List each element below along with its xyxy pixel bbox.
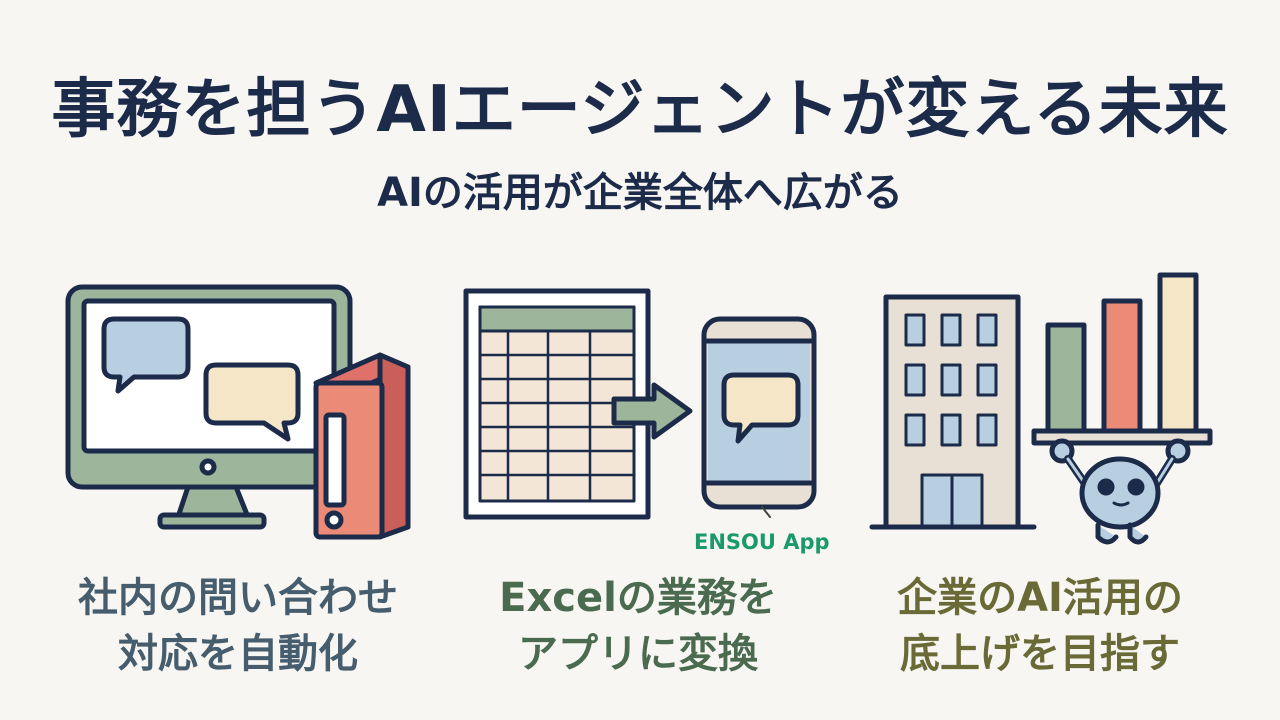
page-subtitle: AIの活用が企業全体へ広がる <box>377 170 903 216</box>
illustrations <box>65 272 1213 545</box>
binder-icon <box>313 352 411 540</box>
caption-line: 企業のAI活用の <box>897 575 1183 621</box>
caption-line: アプリに変換 <box>518 631 758 677</box>
bar-chart-icon <box>1031 272 1213 446</box>
office-building-icon <box>869 294 1037 530</box>
caption-line: 底上げを目指す <box>900 631 1180 677</box>
cursor-icon <box>761 506 771 518</box>
page-title: 事務を担うAIエージェントが変える未来 <box>51 73 1229 147</box>
caption-line: Excelの業務を <box>499 575 777 621</box>
smartphone-icon <box>701 316 817 510</box>
spreadsheet-icon <box>463 288 651 520</box>
chat-bubble-icon <box>101 316 191 394</box>
panel-caption-inquiry: 社内の問い合わせ 対応を自動化 <box>38 570 438 682</box>
panel-caption-excel: Excelの業務を アプリに変換 <box>438 570 838 682</box>
caption-line: 社内の問い合わせ <box>78 575 398 621</box>
robot-icon <box>1049 438 1191 545</box>
caption-line: 対応を自動化 <box>118 631 358 677</box>
app-label: ENSOU App <box>694 530 830 554</box>
arrow-right-icon <box>611 382 693 440</box>
chat-bubble-icon <box>203 362 301 442</box>
panel-caption-ai-adoption: 企業のAI活用の 底上げを目指す <box>840 570 1240 682</box>
